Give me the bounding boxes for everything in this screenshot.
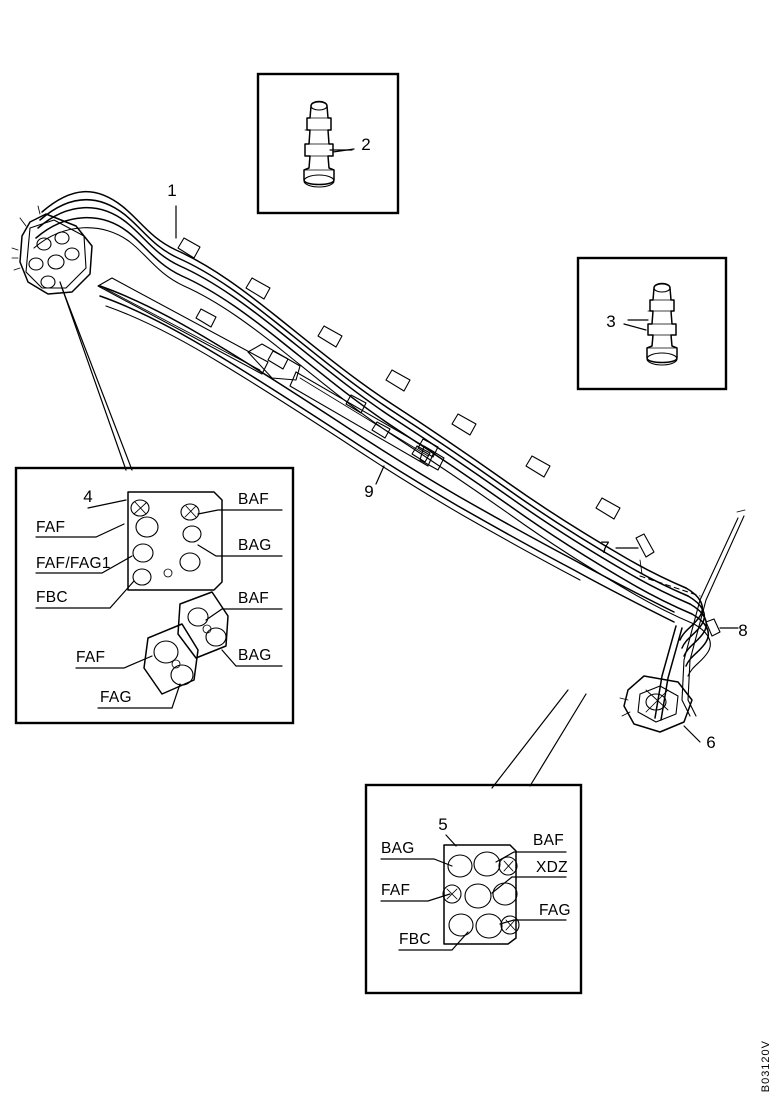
callout-2: 2 <box>361 135 370 154</box>
assembly-dash-line <box>639 575 701 597</box>
inset-bottom-connector <box>364 783 583 995</box>
code-faf-left-1: FAF <box>36 519 65 536</box>
code-fag-left: FAG <box>100 689 132 706</box>
callout-3: 3 <box>606 312 615 331</box>
left-inset-codes: FAF FAF/FAG1 FBC BAF BAG BAF BAG FAF FAG <box>36 491 272 706</box>
code-bag-left-1: BAG <box>238 537 272 554</box>
clip-7 <box>635 533 655 575</box>
code-bag-left-2: BAG <box>238 647 272 664</box>
code-baf-left-2: BAF <box>238 590 269 607</box>
bottom-inset-codes: BAG FAF FBC BAF XDZ FAG <box>381 832 571 948</box>
code-baf-bottom: BAF <box>533 832 564 849</box>
code-faf-fag1: FAF/FAG1 <box>36 555 111 572</box>
plug-body-3 <box>646 282 678 366</box>
code-fbc-left: FBC <box>36 589 68 606</box>
code-fag-bottom: FAG <box>539 902 571 919</box>
retaining-strip <box>97 277 445 471</box>
code-baf-left-1: BAF <box>238 491 269 508</box>
callout-6: 6 <box>706 733 715 752</box>
callout-numbers: 1 2 3 4 5 6 7 8 9 <box>83 135 747 834</box>
code-xdz-bottom: XDZ <box>536 859 568 876</box>
callout-8: 8 <box>738 621 747 640</box>
callout-1: 1 <box>167 181 176 200</box>
code-faf-left-2: FAF <box>76 649 105 666</box>
clip-8 <box>705 618 721 637</box>
callout-9: 9 <box>364 482 373 501</box>
inset-right-plug <box>576 256 728 391</box>
bracket-clamp <box>619 675 693 733</box>
connector-plate-4 <box>127 491 223 591</box>
inset-top-plug <box>256 72 400 215</box>
inset-left-connector <box>14 466 295 725</box>
callout-leaders <box>59 149 739 789</box>
left-manifold-block <box>11 205 93 295</box>
connector-plates-lower-4 <box>143 591 229 695</box>
connector-plate-5 <box>442 844 520 945</box>
plug-body-2 <box>303 100 335 188</box>
right-bend-section <box>654 509 746 721</box>
callout-7: 7 <box>600 538 609 557</box>
code-bag-bottom: BAG <box>381 840 415 857</box>
code-faf-bottom: FAF <box>381 882 410 899</box>
callout-5: 5 <box>438 815 447 834</box>
drawing-code: B03120V <box>760 1039 772 1092</box>
callout-4: 4 <box>83 487 92 506</box>
main-pipe-bundle <box>11 191 746 733</box>
code-fbc-bottom: FBC <box>399 931 431 948</box>
